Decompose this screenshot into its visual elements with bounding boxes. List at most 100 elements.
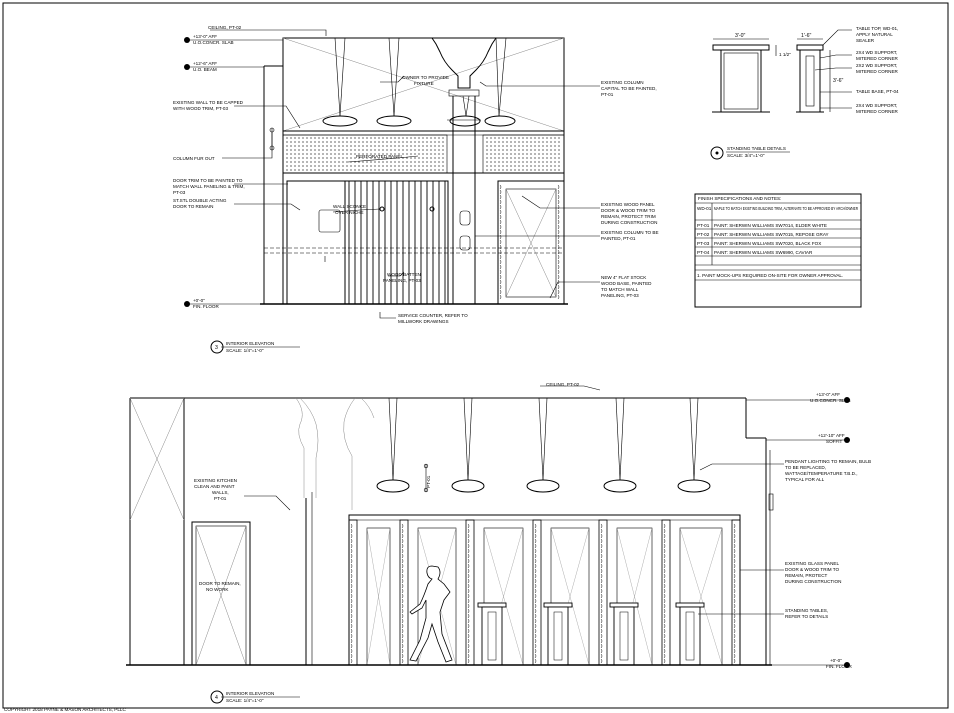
e3-fur-out-note: COLUMN FUR OUT — [173, 156, 215, 161]
td-dim-h: 3'-6" — [833, 78, 843, 84]
elevation-3 — [184, 29, 600, 354]
e3-title-number: 3 — [215, 345, 218, 351]
labels: CEILING, PT-02 +13'-0" AFF U.O.CONCR. SL… — [4, 25, 899, 712]
e3-floor-level-sub: FIN. FLOOR — [193, 304, 219, 309]
td-top-note-2: APPLY NATURAL — [856, 32, 893, 37]
e4-scale: SCALE: 1/4"=1'-0" — [226, 698, 264, 703]
column — [431, 37, 497, 304]
e4-level-top-sub: U.O.CONCR. SLAB — [810, 398, 851, 403]
e3-level-beam: +12'-6" AFF — [193, 61, 217, 66]
e3-counter-2: MILLWORK DRAWINGS — [398, 319, 449, 324]
elevation-4 — [126, 385, 850, 704]
e4-pendant-2: TO BE REPLACED, — [785, 465, 826, 470]
e3-wood-panel-1: EXISTING WOOD PANEL — [601, 202, 655, 207]
e4-ceiling-note: CEILING, PT-02 — [546, 382, 580, 387]
person-silhouette — [409, 565, 453, 663]
e3-flat-stock-2: WOOD BASE, PAINTED — [601, 281, 652, 286]
e3-wall-cap-note-1: EXISTING WALL TO BE CAPPED — [173, 100, 244, 105]
e4-floor-level: +0'-0" — [830, 658, 842, 663]
fs-note: 1. PAINT MOCK-UPS REQUIRED ON-SITE FOR O… — [697, 273, 843, 278]
e3-level-beam-sub: U.O. BEAM — [193, 67, 217, 72]
fs-row-desc: PAINT: SHERWIN WILLIAMS SW7014, ELDER WH… — [714, 223, 827, 228]
elevation-3-title-bubble — [210, 340, 224, 354]
fs-row-desc: MAPLE TO MATCH EXISTING BUILDING TRIM, A… — [714, 206, 858, 211]
copyright: COPYRIGHT 2018 PAYNE & MASON ARCHITECTS,… — [4, 707, 126, 712]
e3-ceiling-note: CEILING, PT-02 — [208, 25, 242, 30]
perforated-panel-pattern — [286, 137, 560, 171]
e3-col-capital-1: EXISTING COLUMN — [601, 80, 644, 85]
fs-title: FINISH SPECIFICATIONS AND NOTES: — [698, 196, 781, 201]
e4-tables-2: REFER TO DETAILS — [785, 614, 828, 619]
e3-flat-stock-3: TO MATCH WALL — [601, 287, 639, 292]
e4-kitchen-4: PT-01 — [214, 496, 227, 501]
e4-glass-panel-2: DOOR & WOOD TRIM TO — [785, 567, 840, 572]
e3-level-top: +13'-0" AFF — [193, 34, 217, 39]
td-title: STANDING TABLE DETAILS — [727, 146, 786, 151]
e3-wood-panel-2: DOOR & WOOD TRIM TO — [601, 208, 656, 213]
e3-owner-fixture-2: FIXTURE — [414, 81, 434, 86]
fs-row-code: PT-01 — [697, 223, 710, 228]
e4-glass-panel-3: REMAIN, PROTECT — [785, 573, 828, 578]
e3-perf-panel-note: PERFORATED PANEL — [356, 154, 403, 159]
standing-table-detail — [710, 29, 852, 160]
e3-double-door-note-2: DOOR TO REMAIN — [173, 204, 213, 209]
fs-row-code: PT-04 — [697, 250, 710, 255]
e4-tables-1: STANDING TABLES, — [785, 608, 828, 613]
e3-floor-level: +0'-0" — [193, 298, 205, 303]
e3-wood-batten-1: WOOD BATTEN — [387, 272, 421, 277]
td-support1-2: MITERED CORNER — [856, 56, 899, 61]
td-dim-b: 1'-6" — [801, 33, 811, 39]
e3-wood-panel-4: DURING CONSTRUCTION — [601, 220, 657, 225]
td-support3-1: 2X4 WD SUPPORT, — [856, 103, 897, 108]
fs-row-desc: PAINT: SHERWIN WILLIAMS SW7020, BLACK FO… — [714, 241, 821, 246]
e3-counter-1: SERVICE COUNTER, REFER TO — [398, 313, 468, 318]
e3-door-trim-note-3: PT-03 — [173, 190, 186, 195]
e3-wood-panel-3: REMAIN, PROTECT TRIM — [601, 214, 656, 219]
e4-kitchen-3: WALLS, — [212, 490, 229, 495]
td-base: TABLE BASE, PT-04 — [856, 89, 899, 94]
e3-double-door-note-1: ST.STL DOUBLE ACTING — [173, 198, 227, 203]
e4-door-2: NO WORK — [206, 587, 229, 592]
e4-glass-panel-1: EXISTING GLASS PANEL — [785, 561, 839, 566]
finish-schedule — [694, 193, 862, 308]
e4-kitchen-2: CLEAN AND PAINT — [194, 484, 235, 489]
e4-kitchen-1: EXISTING KITCHEN — [194, 478, 237, 483]
td-top-note-3: SEALER — [856, 38, 875, 43]
td-dim-top: 1 1/2" — [779, 52, 791, 57]
e4-level-top: +13'-0" AFF — [816, 392, 840, 397]
e3-wall-sconce-1: WALL SCONCE — [333, 204, 366, 209]
elevation-4-title-bubble — [210, 690, 224, 704]
e3-col-capital-3: PT-01 — [601, 92, 614, 97]
e3-wall-sconce-2: OVER NICHE — [335, 210, 364, 215]
e3-title: INTERIOR ELEVATION — [226, 341, 274, 346]
e3-door-trim-note-2: MATCH WALL PANELING & TRIM, — [173, 184, 245, 189]
e3-level-top-sub: U.O.CONCR. SLAB — [193, 40, 234, 45]
e4-title-number: 4 — [215, 695, 218, 701]
e4-glass-panel-4: DURING CONSTRUCTION — [785, 579, 841, 584]
e4-title: INTERIOR ELEVATION — [226, 691, 274, 696]
fs-row-desc: PAINT: SHERWIN WILLIAMS SW7015, REPOSE G… — [714, 232, 829, 237]
e3-scale: SCALE: 1/4"=1'-0" — [226, 348, 264, 353]
e3-wall-cap-note-2: WITH WOOD TRIM, PT-03 — [173, 106, 228, 111]
fs-row-code: WD-01 — [697, 206, 712, 211]
e4-pt01-tag: PT-01 — [426, 475, 431, 488]
td-support2-1: 2X2 WD SUPPORT, — [856, 63, 897, 68]
td-support2-2: MITERED CORNER — [856, 69, 899, 74]
e4-soffit-sub: SOFFIT — [826, 439, 843, 444]
e3-flat-stock-4: PANELING, PT-03 — [601, 293, 639, 298]
fs-row-desc: PAINT: SHERWIN WILLIAMS SW6990, CAVIAR — [714, 250, 813, 255]
e3-owner-fixture-1: OWNER TO PROVIDE — [402, 75, 449, 80]
fs-row-code: PT-03 — [697, 241, 710, 246]
td-dim-a: 3'-0" — [735, 33, 745, 39]
e4-pendant-4: TYPICAL FOR ALL — [785, 477, 825, 482]
td-top-note-1: TABLE TOP, WD-01, — [856, 26, 898, 31]
e4-pendant-1: PENDANT LIGHTING TO REMAIN, BULB — [785, 459, 871, 464]
double-acting-door — [286, 180, 346, 305]
e4-floor-level-sub: FIN. FLOOR — [826, 664, 852, 669]
leaders-e3 — [186, 29, 600, 348]
e3-wood-batten-2: PANELING, PT-03 — [383, 278, 421, 283]
e4-pendant-3: WATTAGE/TEMPERATURE T.B.D., — [785, 471, 857, 476]
e4-soffit: +12'-10" AFF — [818, 433, 845, 438]
